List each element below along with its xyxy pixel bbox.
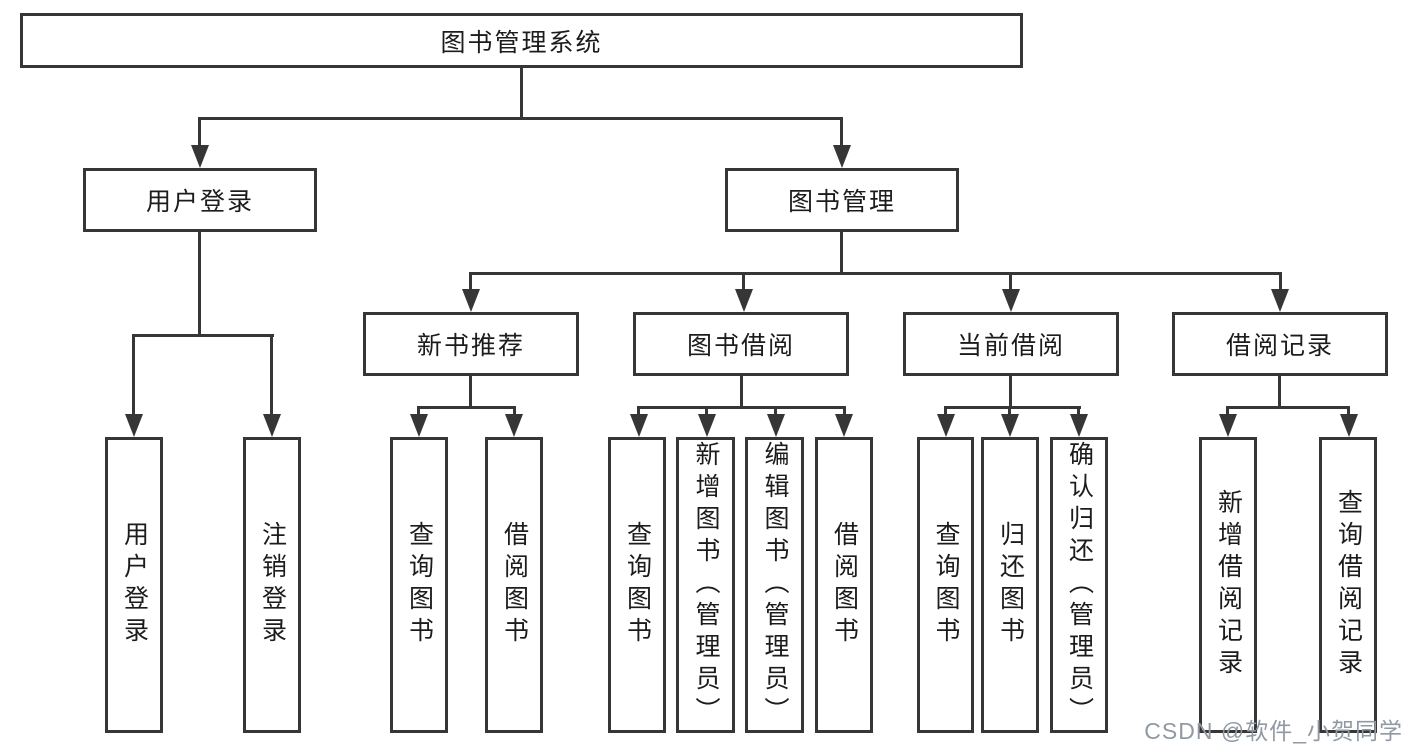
- node-cb-query-book: 查询图书: [917, 437, 974, 733]
- arrow-down-icon: [1340, 414, 1358, 437]
- node-bb-borrow-book-label: 借阅图书: [830, 521, 859, 649]
- connector-line: [417, 406, 516, 409]
- node-nb-borrow-book-label: 借阅图书: [500, 521, 529, 649]
- connector-line: [469, 272, 472, 290]
- connector-line: [774, 406, 777, 416]
- arrow-down-icon: [833, 145, 851, 168]
- node-cb-return-book-label: 归还图书: [996, 521, 1025, 649]
- connector-line: [742, 272, 745, 290]
- node-cb-query-book-label: 查询图书: [932, 521, 960, 649]
- node-user-login: 用户登录: [83, 168, 317, 232]
- node-borrowing-records-label: 借阅记录: [1225, 332, 1334, 360]
- node-user-login-leaf: 用户登录: [105, 437, 163, 733]
- arrow-down-icon: [767, 414, 785, 437]
- connector-line: [1009, 376, 1012, 408]
- arrow-down-icon: [835, 414, 853, 437]
- node-cb-confirm-return-admin: 确认归还（管理员）: [1050, 437, 1108, 733]
- node-user-login-leaf-label: 用户登录: [120, 521, 149, 649]
- connector-line: [1077, 406, 1080, 416]
- connector-line: [1009, 272, 1012, 290]
- node-book-management-label: 图书管理: [787, 188, 896, 216]
- arrow-down-icon: [462, 289, 480, 312]
- node-root-label: 图书管理系统: [440, 28, 603, 57]
- connector-line: [840, 117, 843, 147]
- node-nb-borrow-book: 借阅图书: [485, 437, 543, 733]
- connector-line: [1008, 406, 1011, 416]
- node-br-add-record: 新增借阅记录: [1199, 437, 1257, 733]
- node-new-book-recommend-label: 新书推荐: [416, 332, 525, 360]
- node-logout-label: 注销登录: [258, 521, 287, 649]
- node-bb-query-book-label: 查询图书: [623, 521, 652, 649]
- connector-line: [198, 232, 201, 336]
- connector-line: [417, 406, 420, 416]
- arrow-down-icon: [735, 289, 753, 312]
- connector-line: [637, 406, 640, 416]
- node-book-borrowing-label: 图书借阅: [686, 332, 795, 360]
- connector-line: [469, 272, 1282, 275]
- csdn-watermark: CSDN @软件_小贺同学: [1144, 718, 1403, 744]
- arrow-down-icon: [1271, 289, 1289, 312]
- arrow-down-icon: [698, 414, 716, 437]
- arrow-down-icon: [1002, 289, 1020, 312]
- connector-line: [132, 334, 135, 416]
- connector-line: [944, 406, 947, 416]
- connector-line: [705, 406, 708, 416]
- node-root: 图书管理系统: [20, 13, 1023, 68]
- arrow-down-icon: [937, 414, 955, 437]
- node-br-query-record: 查询借阅记录: [1319, 437, 1377, 733]
- connector-line: [513, 406, 516, 416]
- node-bb-edit-book-admin: 编辑图书（管理员）: [745, 437, 804, 733]
- node-logout: 注销登录: [243, 437, 301, 733]
- connector-line: [1347, 406, 1350, 416]
- node-current-borrowing-label: 当前借阅: [956, 332, 1065, 360]
- arrow-down-icon: [191, 145, 209, 168]
- arrow-down-icon: [1070, 414, 1088, 437]
- node-current-borrowing: 当前借阅: [903, 312, 1119, 376]
- node-bb-borrow-book: 借阅图书: [815, 437, 873, 733]
- connector-line: [740, 376, 743, 408]
- connector-line: [1278, 376, 1281, 408]
- connector-line: [637, 406, 846, 409]
- arrow-down-icon: [1001, 414, 1019, 437]
- node-cb-confirm-return-admin-label: 确认归还（管理员）: [1065, 441, 1094, 729]
- node-nb-query-book-label: 查询图书: [405, 521, 434, 649]
- connector-line: [520, 68, 523, 119]
- connector-line: [1279, 272, 1282, 290]
- connector-line: [198, 117, 201, 147]
- connector-line: [469, 376, 472, 408]
- node-bb-add-book-admin: 新增图书（管理员）: [676, 437, 735, 733]
- node-cb-return-book: 归还图书: [981, 437, 1039, 733]
- node-bb-add-book-admin-label: 新增图书（管理员）: [692, 441, 720, 729]
- node-borrowing-records: 借阅记录: [1172, 312, 1388, 376]
- arrow-down-icon: [1219, 414, 1237, 437]
- connector-line: [843, 406, 846, 416]
- connector-line: [1226, 406, 1350, 409]
- connector-line: [198, 117, 843, 120]
- arrow-down-icon: [263, 414, 281, 437]
- connector-line: [270, 334, 273, 416]
- arrow-down-icon: [125, 414, 143, 437]
- node-br-add-record-label: 新增借阅记录: [1214, 489, 1243, 681]
- connector-line: [944, 406, 1081, 409]
- node-br-query-record-label: 查询借阅记录: [1334, 489, 1363, 681]
- node-bb-edit-book-admin-label: 编辑图书（管理员）: [761, 441, 789, 729]
- node-book-management: 图书管理: [725, 168, 959, 232]
- connector-line: [840, 232, 843, 274]
- node-user-login-label: 用户登录: [145, 188, 254, 216]
- node-nb-query-book: 查询图书: [390, 437, 448, 733]
- arrow-down-icon: [410, 414, 428, 437]
- arrow-down-icon: [630, 414, 648, 437]
- node-bb-query-book: 查询图书: [608, 437, 666, 733]
- node-book-borrowing: 图书借阅: [633, 312, 849, 376]
- node-new-book-recommend: 新书推荐: [363, 312, 579, 376]
- arrow-down-icon: [505, 414, 523, 437]
- connector-line: [132, 334, 274, 337]
- connector-line: [1226, 406, 1229, 416]
